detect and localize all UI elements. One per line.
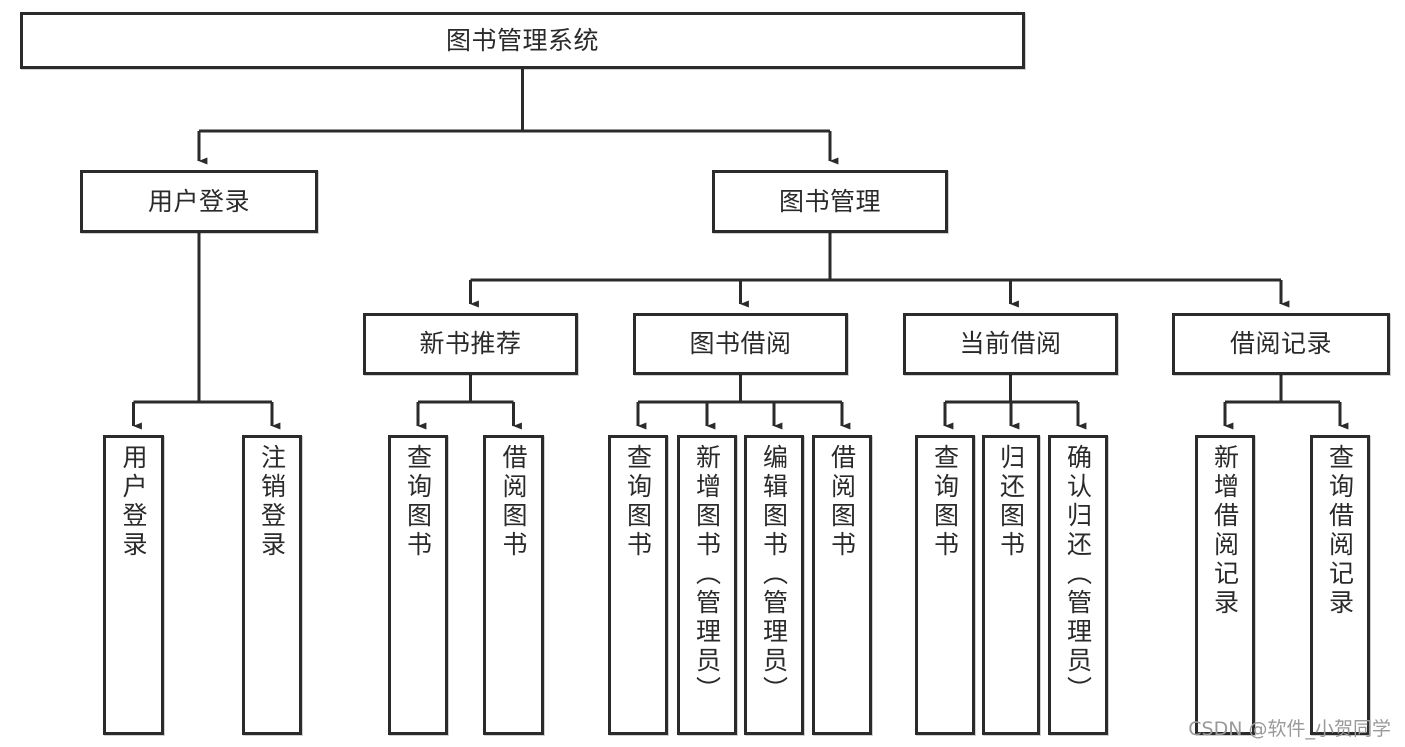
node-root-system[interactable]: 图书管理系统 <box>20 12 1025 69</box>
node-label: 新增借阅记录 <box>1210 444 1240 618</box>
node-book-borrow[interactable]: 图书借阅 <box>633 313 848 375</box>
node-label: 新书推荐 <box>419 329 522 359</box>
node-label: 查询图书 <box>930 444 960 560</box>
leaf-add-book-admin[interactable]: 新增图书（管理员） <box>677 435 737 735</box>
leaf-borrow-book-1[interactable]: 借阅图书 <box>483 435 544 735</box>
leaf-query-book-1[interactable]: 查询图书 <box>388 435 448 735</box>
node-label: 用户登录 <box>147 186 250 216</box>
node-label: 确认归还（管理员） <box>1063 444 1093 705</box>
leaf-user-login[interactable]: 用户登录 <box>103 435 164 735</box>
leaf-query-book-3[interactable]: 查询图书 <box>915 435 975 735</box>
leaf-borrow-book-2[interactable]: 借阅图书 <box>812 435 872 735</box>
leaf-return-book[interactable]: 归还图书 <box>982 435 1040 735</box>
node-label: 编辑图书（管理员） <box>759 444 789 705</box>
node-label: 图书管理系统 <box>445 25 599 55</box>
node-book-management[interactable]: 图书管理 <box>712 170 948 233</box>
leaf-edit-book-admin[interactable]: 编辑图书（管理员） <box>744 435 804 735</box>
node-label: 用户登录 <box>119 444 148 560</box>
node-new-book-recommendation[interactable]: 新书推荐 <box>363 313 578 375</box>
leaf-add-borrow-record[interactable]: 新增借阅记录 <box>1195 435 1255 735</box>
node-label: 查询图书 <box>403 444 433 560</box>
leaf-logout[interactable]: 注销登录 <box>242 435 302 735</box>
node-label: 借阅图书 <box>499 444 528 560</box>
watermark-text: CSDN @软件_小贺同学 <box>1188 718 1391 740</box>
node-label: 查询图书 <box>623 444 653 560</box>
node-label: 归还图书 <box>996 444 1026 560</box>
node-label: 新增图书（管理员） <box>692 444 722 705</box>
leaf-query-book-2[interactable]: 查询图书 <box>608 435 668 735</box>
node-label: 图书管理 <box>778 186 881 216</box>
node-label: 当前借阅 <box>959 329 1062 359</box>
node-current-borrow[interactable]: 当前借阅 <box>903 313 1118 375</box>
node-label: 图书借阅 <box>689 329 792 359</box>
node-borrow-record[interactable]: 借阅记录 <box>1172 313 1390 375</box>
node-label: 借阅图书 <box>827 444 857 560</box>
node-label: 注销登录 <box>257 444 287 560</box>
node-label: 查询借阅记录 <box>1325 444 1355 618</box>
node-user-login[interactable]: 用户登录 <box>80 170 318 233</box>
node-label: 借阅记录 <box>1229 329 1332 359</box>
leaf-query-borrow-record[interactable]: 查询借阅记录 <box>1310 435 1370 735</box>
leaf-confirm-return-admin[interactable]: 确认归还（管理员） <box>1048 435 1108 735</box>
